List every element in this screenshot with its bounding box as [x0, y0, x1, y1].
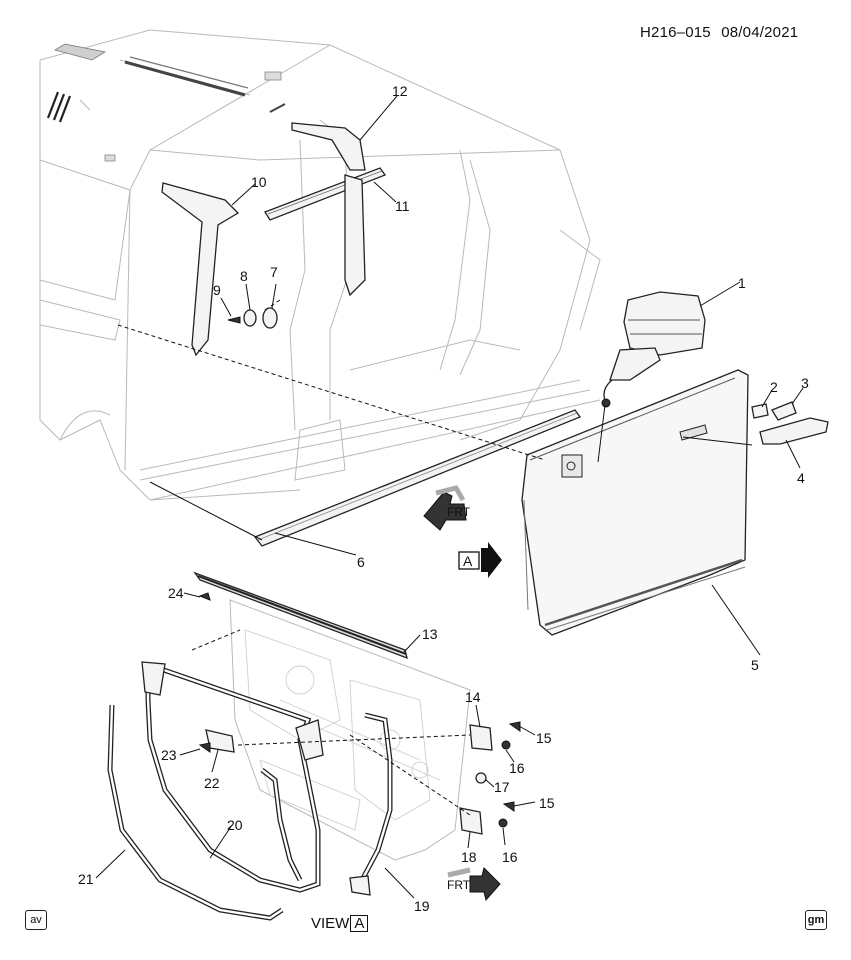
- part-21-outer-seal: [107, 704, 284, 921]
- part-23-bolt: [198, 742, 211, 753]
- part-8-grommet: [243, 309, 257, 327]
- callout-22: 22: [204, 775, 220, 791]
- front-direction-arrow-lower: FRT: [447, 867, 501, 902]
- part-16-nut-upper: [501, 740, 511, 750]
- part-16-nut-lower: [498, 818, 508, 828]
- callout-10: 10: [251, 174, 267, 190]
- part-4-outside-handle: [759, 417, 829, 445]
- callout-15-lower: 15: [539, 795, 555, 811]
- part-3-handle-bezel: [771, 401, 797, 421]
- callout-4: 4: [797, 470, 805, 486]
- part-9-bolt: [227, 316, 241, 324]
- part-17-washer: [475, 772, 487, 784]
- callout-2: 2: [770, 379, 778, 395]
- part-15-bolt-upper: [508, 721, 521, 732]
- roof-details: [46, 43, 286, 162]
- callout-19: 19: [414, 898, 430, 914]
- part-24-screw: [198, 592, 211, 601]
- callout-7: 7: [270, 264, 278, 280]
- diagram-date: 08/04/2021: [721, 24, 799, 41]
- callout-16-lower: 16: [502, 849, 518, 865]
- callout-5: 5: [751, 657, 759, 673]
- callout-18: 18: [461, 849, 477, 865]
- callout-1: 1: [738, 275, 746, 291]
- callout-15-upper: 15: [536, 730, 552, 746]
- front-direction-arrow: FRT: [423, 485, 471, 531]
- callout-11: 11: [395, 198, 410, 214]
- vehicle-body-outline: [39, 29, 601, 501]
- diagram-code: H216–015: [640, 24, 711, 41]
- frt-label-upper: FRT: [447, 505, 471, 519]
- part-22-hinge: [205, 729, 235, 753]
- part-11-roof-rail-molding: [264, 167, 387, 221]
- pillar-seal-rear: [344, 174, 366, 297]
- part-10-pillar-molding: [161, 182, 240, 357]
- callout-labels: 1 2 3 4 5 6 7 8 9 10 11 12 13 14 15 15 1…: [78, 83, 809, 914]
- callout-20: 20: [227, 817, 243, 833]
- diagram-header: H216–015 08/04/2021: [640, 24, 798, 41]
- part-7-seal: [262, 307, 278, 329]
- callout-24: 24: [168, 585, 184, 601]
- part-15-bolt-lower: [502, 801, 515, 812]
- part-14-upper-hinge: [469, 724, 493, 751]
- callout-12: 12: [392, 83, 408, 99]
- callout-17: 17: [494, 779, 510, 795]
- callout-3: 3: [801, 375, 809, 391]
- corner-badge-left: av: [25, 910, 47, 930]
- callout-13: 13: [422, 626, 438, 642]
- part-1-outside-mirror: [601, 291, 706, 408]
- callout-14: 14: [465, 689, 481, 705]
- callout-8: 8: [240, 268, 248, 284]
- view-caption-letter: A: [350, 915, 369, 932]
- part-12-pillar-molding: [291, 122, 366, 171]
- gm-logo-badge: gm: [805, 910, 827, 930]
- part-2-handle-cap: [751, 403, 769, 419]
- frt-label-lower: FRT: [447, 878, 471, 892]
- callout-16-upper: 16: [509, 760, 525, 776]
- callout-23: 23: [161, 747, 177, 763]
- view-marker-letter: A: [463, 553, 473, 569]
- callout-6: 6: [357, 554, 365, 570]
- view-a-marker: A: [458, 542, 502, 578]
- part-18-lower-hinge: [459, 807, 483, 835]
- callout-9: 9: [213, 282, 221, 298]
- callout-21: 21: [78, 871, 94, 887]
- view-caption-prefix: VIEW: [311, 915, 350, 932]
- leader-lines: [95, 95, 804, 899]
- part-5-front-door: [521, 369, 749, 636]
- part-frame-seal: [145, 665, 321, 893]
